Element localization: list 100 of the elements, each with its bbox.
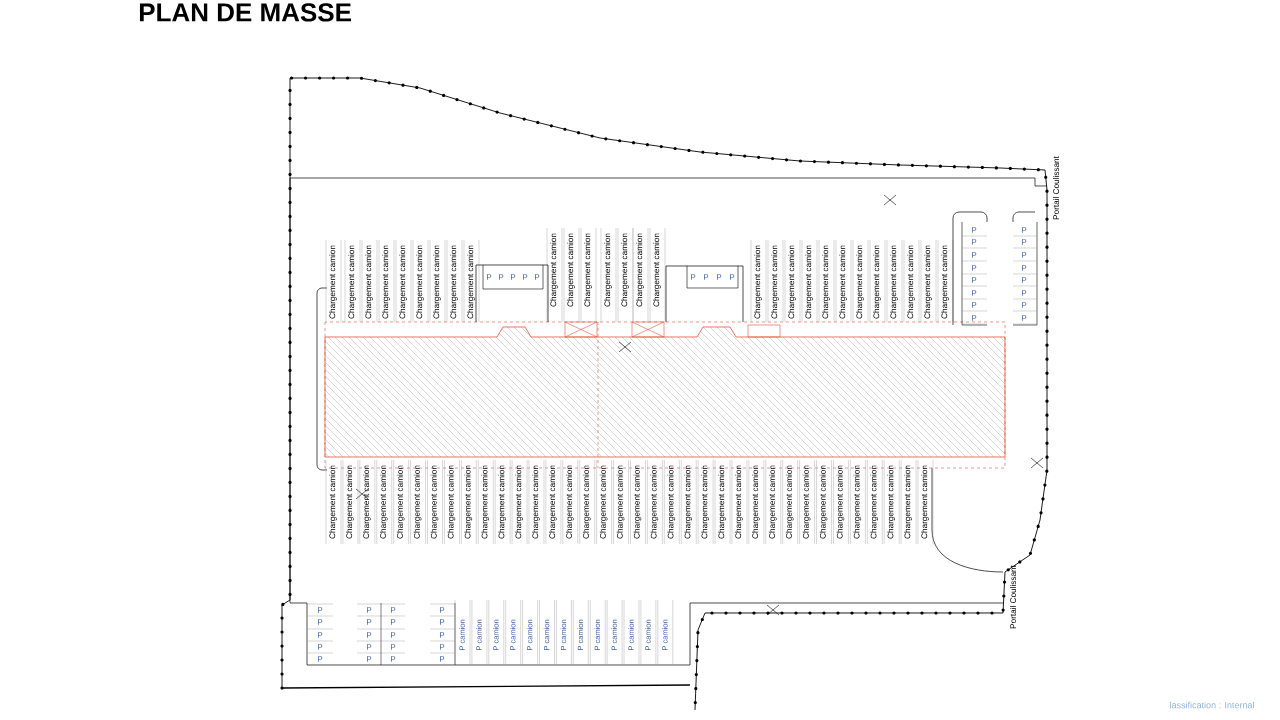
bay-label: Chargement camion — [450, 245, 458, 319]
bay-label: Chargement camion — [771, 245, 779, 319]
parking-label: P — [1022, 315, 1027, 321]
bay-label: Chargement camion — [599, 465, 608, 539]
bay-label: Chargement camion — [853, 465, 862, 539]
parking-label: P — [391, 632, 396, 638]
bay-label: Chargement camion — [582, 465, 591, 539]
bay-label: Chargement camion — [836, 465, 845, 539]
bay-label: Chargement camion — [382, 245, 390, 319]
bay-label: Chargement camion — [907, 245, 915, 319]
parking-label: P — [717, 274, 722, 280]
bay-label: Chargement camion — [633, 465, 642, 539]
bay-label: Chargement camion — [856, 245, 864, 319]
parking-label: P — [972, 265, 977, 271]
parking-label: P — [367, 656, 372, 662]
bay-label: Chargement camion — [447, 465, 456, 539]
parking-label: P — [318, 607, 323, 613]
bay-label: Chargement camion — [348, 245, 356, 319]
bay-label: Chargement camion — [346, 465, 354, 539]
parking-label: P — [972, 239, 977, 245]
parking-label: P — [972, 277, 977, 283]
parking-label: P — [487, 274, 492, 280]
gate-label: Portail Coulissant — [1053, 156, 1059, 220]
bay-label: Chargement camion — [921, 465, 929, 539]
parking-label: P — [704, 274, 709, 280]
parking-label: P — [535, 274, 540, 280]
bay-label: Chargement camion — [515, 465, 523, 539]
parking-label: P — [523, 274, 528, 280]
parking-label: P — [440, 607, 445, 613]
bay-label: Chargement camion — [667, 465, 676, 539]
gate-label: Portail Coulissant — [1010, 565, 1016, 629]
bay-label: Chargement camion — [464, 465, 473, 539]
bay-label: Chargement camion — [754, 245, 762, 319]
parking-label: P — [1022, 290, 1027, 296]
bay-label: Chargement camion — [788, 245, 796, 319]
bay-label: Chargement camion — [701, 465, 709, 539]
bay-label: Chargement camion — [584, 233, 592, 307]
parking-label: P — [440, 632, 445, 638]
bay-label: Chargement camion — [363, 465, 371, 539]
parking-label: P — [972, 315, 977, 321]
parking-label: P — [1022, 252, 1027, 258]
bay-label: Chargement camion — [752, 465, 760, 539]
bay-label: Chargement camion — [768, 465, 777, 539]
parking-label: P — [440, 619, 445, 625]
bay-label: Chargement camion — [399, 245, 407, 319]
parking-label: P — [972, 227, 977, 233]
parking-label: P — [511, 274, 516, 280]
parking-label: P — [318, 656, 323, 662]
bay-label: Chargement camion — [365, 245, 373, 319]
parking-label: P — [1022, 277, 1027, 283]
bay-label: Chargement camion — [718, 465, 726, 539]
bay-label: Chargement camion — [839, 245, 847, 319]
bay-label: Chargement camion — [870, 465, 879, 539]
bay-label: Chargement camion — [941, 245, 949, 319]
bay-label: Chargement camion — [549, 465, 557, 539]
parking-label: P — [972, 302, 977, 308]
parking-label: P — [391, 656, 396, 662]
bay-label: Chargement camion — [498, 465, 506, 539]
parking-label: P — [499, 274, 504, 280]
parking-label: P — [367, 619, 372, 625]
bay-label: Chargement camion — [532, 465, 540, 539]
bay-label: Chargement camion — [805, 245, 813, 319]
parking-label: P — [367, 632, 372, 638]
parking-label: P — [367, 644, 372, 650]
bay-label: Chargement camion — [567, 233, 575, 307]
parking-label: P — [972, 252, 977, 258]
parking-label: P — [1022, 265, 1027, 271]
bay-label: Chargement camion — [481, 465, 490, 539]
bay-label: Chargement camion — [636, 233, 644, 307]
parking-label: P — [1022, 227, 1027, 233]
bay-label: Chargement camion — [550, 233, 558, 307]
classification-label: lassification : Internal — [1170, 701, 1254, 709]
bay-label: Chargement camion — [924, 245, 932, 319]
bay-label: Chargement camion — [684, 465, 693, 539]
bay-label: Chargement camion — [802, 465, 811, 539]
bay-label: Chargement camion — [430, 465, 439, 539]
parking-label: P — [318, 632, 323, 638]
bay-label: Chargement camion — [413, 465, 422, 539]
bay-label: Chargement camion — [467, 245, 475, 319]
bay-label: Chargement camion — [873, 245, 881, 319]
bay-label: Chargement camion — [621, 233, 629, 307]
parking-label: P — [367, 607, 372, 613]
parking-label: P — [972, 290, 977, 296]
parking-label: P — [391, 644, 396, 650]
bay-label: Chargement camion — [822, 245, 830, 319]
parking-label: P — [391, 619, 396, 625]
parking-label: P — [318, 619, 323, 625]
bay-label: Chargement camion — [887, 465, 895, 539]
parking-label: P — [1022, 302, 1027, 308]
bay-label: Chargement camion — [604, 233, 612, 307]
bay-label: Chargement camion — [904, 465, 912, 539]
bay-label: Chargement camion — [653, 233, 661, 307]
parking-label: P — [1022, 239, 1027, 245]
bay-label: Chargement camion — [650, 465, 659, 539]
bay-label: Chargement camion — [616, 465, 625, 539]
bay-label: Chargement camion — [819, 465, 828, 539]
bay-label: Chargement camion — [735, 465, 743, 539]
bay-label: Chargement camion — [890, 245, 898, 319]
bay-label: Chargement camion — [329, 245, 337, 319]
parking-label: P — [440, 656, 445, 662]
